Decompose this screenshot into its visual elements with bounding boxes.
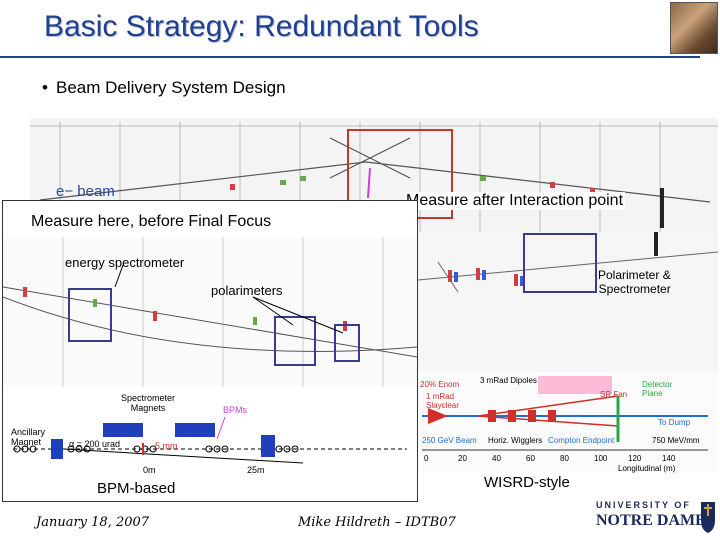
wisrd-detector-line2: Plane — [642, 389, 663, 398]
wisrd-detector-line1: Detector — [642, 380, 673, 389]
footer-date: January 18, 2007 — [36, 515, 150, 530]
wisrd-x-tick: 100 — [594, 454, 608, 463]
wisrd-x-tick: 0 — [424, 454, 429, 463]
wisrd-to-dump-label: To Dump — [658, 418, 691, 427]
spectrometer-magnets-line2: Magnets — [130, 403, 166, 413]
twentyfive-m-label: 25m — [247, 465, 265, 475]
bpm-based-label: BPM-based — [97, 480, 176, 497]
bpm-beamline-diagram — [3, 237, 417, 387]
wisrd-x-tick: 140 — [662, 454, 676, 463]
bpm-spectrometer-inset — [13, 416, 407, 464]
zero-m-label: 0m — [143, 465, 156, 475]
wisrd-beam-label: 250 GeV Beam — [422, 436, 477, 445]
wisrd-x-axis-label: Longitudinal (m) — [618, 464, 676, 473]
logo-line2: NOTRE DAME — [596, 512, 706, 529]
wisrd-diagram — [418, 232, 718, 472]
bullet-item: • Beam Delivery System Design — [42, 78, 286, 98]
slide-title: Basic Strategy: Redundant Tools — [44, 10, 479, 43]
logo-line1: UNIVERSITY OF — [596, 500, 691, 510]
wisrd-panel: Polarimeter &Spectrometer 20% Enom 3 mRa… — [418, 232, 718, 494]
wisrd-style-label: WISRD-style — [484, 474, 570, 491]
wisrd-x-tick: 20 — [458, 454, 467, 463]
e-beam-label: e− beam — [56, 183, 115, 200]
bpms-label: BPMs — [223, 405, 248, 415]
crest-icon — [701, 502, 715, 533]
wisrd-x-tick: 120 — [628, 454, 642, 463]
corner-photo — [670, 2, 718, 54]
polarimeter-spectrometer-line1: Polarimeter & — [598, 268, 671, 282]
polarimeter-spectrometer-line2: Spectrometer — [598, 282, 671, 296]
wisrd-x-tick: 40 — [492, 454, 501, 463]
wisrd-mev-label: 750 MeV/mm — [652, 436, 700, 445]
spectrometer-magnets-line1: Spectrometer — [121, 393, 176, 403]
alpha-label: α = 200 urad — [69, 439, 120, 449]
wisrd-sr-fan-label: SR Fan — [600, 390, 628, 399]
five-mm-label: 5 mm — [155, 441, 178, 451]
wisrd-slayclear-line2: Slayclear — [426, 401, 459, 410]
wisrd-x-tick: 80 — [560, 454, 569, 463]
title-divider — [0, 56, 700, 58]
bullet-text: Beam Delivery System Design — [56, 78, 286, 97]
notre-dame-logo: UNIVERSITY OF NOTRE DAME — [596, 498, 718, 538]
wisrd-x-tick: 60 — [526, 454, 535, 463]
wisrd-x-axis-ticks: 0 20 40 60 80 100 120 140 — [418, 454, 718, 466]
measure-after-ip-label: Measure after Interaction point — [404, 192, 626, 210]
polarimeters-label: polarimeters — [211, 283, 283, 298]
polarimeter-spectrometer-label: Polarimeter &Spectrometer — [598, 268, 671, 296]
ancillary-line1: Ancillary — [11, 427, 46, 437]
wisrd-wigglers-label: Horiz. Wigglers — [488, 436, 543, 445]
wisrd-slayclear-line1: 1 mRad — [426, 392, 455, 401]
measure-here-label: Measure here, before Final Focus — [31, 213, 272, 230]
energy-spectrometer-label: energy spectrometer — [65, 255, 185, 270]
wisrd-enom-label: 20% Enom — [420, 380, 460, 389]
ancillary-line2: Magnet — [11, 437, 42, 447]
bpm-panel: Measure here, before Final Focus energy … — [2, 200, 418, 502]
bullet-dot: • — [42, 78, 48, 97]
footer-author: Mike Hildreth – IDTB07 — [298, 515, 456, 530]
wisrd-dipoles-label: 3 mRad Dipoles — [480, 376, 537, 385]
wisrd-compton-label: Compton Endpoint — [548, 436, 615, 445]
